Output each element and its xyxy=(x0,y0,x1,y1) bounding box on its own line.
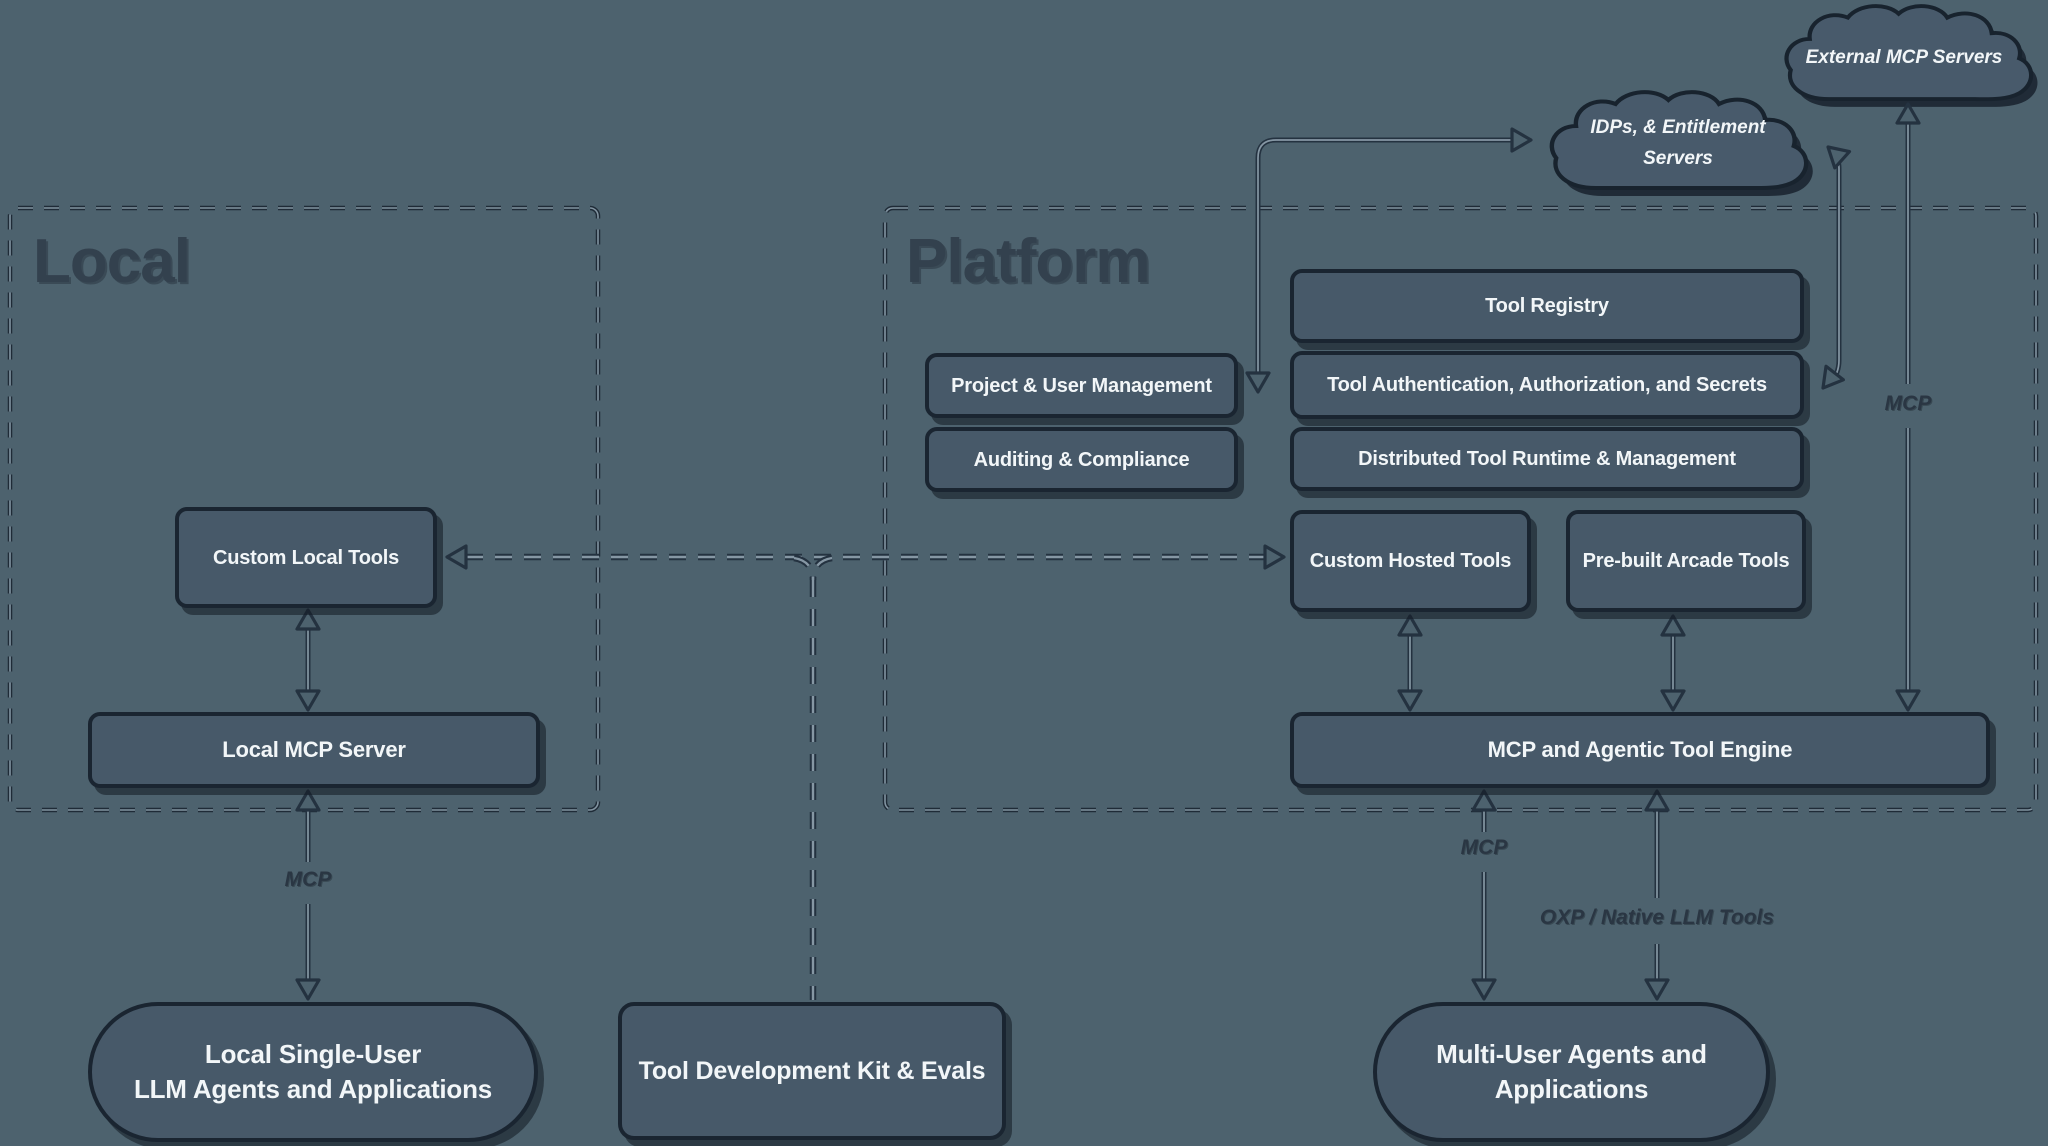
connector-custom-local-to-local-mcp xyxy=(295,608,321,712)
node-custom-hosted-tools-label: Custom Hosted Tools xyxy=(1309,550,1512,572)
local-container-title: Local xyxy=(33,227,191,296)
idps-cloud-label-line1: IDPs, & Entitlement xyxy=(1590,117,1766,138)
connector-engine-to-multiuser-mcp xyxy=(1471,789,1497,1001)
node-tool-registry: Tool Registry xyxy=(1290,269,1804,343)
node-tool-registry-label: Tool Registry xyxy=(1485,295,1609,317)
connector-custom-hosted-to-engine xyxy=(1397,614,1423,712)
node-local-mcp-server: Local MCP Server xyxy=(88,712,540,788)
node-multi-user-agents-line2: Applications xyxy=(1494,1074,1649,1104)
node-tool-development-kit-label: Tool Development Kit & Evals xyxy=(638,1056,986,1085)
connector-local-platform-dashed-link xyxy=(445,544,1286,570)
idps-cloud-label: IDPs, & Entitlement Servers xyxy=(1548,112,1808,174)
node-local-single-user-agents: Local Single-User LLM Agents and Applica… xyxy=(88,1002,538,1142)
node-project-user-management: Project & User Management xyxy=(925,353,1238,418)
node-distributed-runtime-label: Distributed Tool Runtime & Management xyxy=(1358,448,1736,470)
node-custom-hosted-tools: Custom Hosted Tools xyxy=(1290,510,1531,612)
connector-external-mcp-to-engine xyxy=(1895,102,1921,712)
node-auditing-compliance-label: Auditing & Compliance xyxy=(973,448,1190,471)
connector-engine-to-multiuser-oxp xyxy=(1644,789,1670,1001)
node-local-single-user-agents-line1: Local Single-User xyxy=(204,1038,422,1069)
connector-prebuilt-to-engine xyxy=(1660,614,1686,712)
connector-dashed-branch-to-tdk xyxy=(793,554,833,1000)
connector-label-oxp: OXP / Native LLM Tools xyxy=(1539,906,1775,929)
connector-idps-to-tool-auth xyxy=(1821,145,1852,390)
connector-local-mcp-to-local-agents xyxy=(295,789,321,1001)
idps-cloud-label-line2: Servers xyxy=(1643,148,1713,169)
platform-container-title: Platform xyxy=(906,227,1150,296)
node-local-single-user-agents-line2: LLM Agents and Applications xyxy=(133,1074,493,1104)
connector-platform-to-idps xyxy=(1245,127,1533,394)
node-prebuilt-arcade-tools: Pre-built Arcade Tools xyxy=(1566,510,1806,612)
node-tool-development-kit: Tool Development Kit & Evals xyxy=(618,1002,1006,1140)
node-tool-authentication: Tool Authentication, Authorization, and … xyxy=(1290,351,1804,419)
node-custom-local-tools: Custom Local Tools xyxy=(175,507,437,608)
connector-label-local-mcp: MCP xyxy=(284,868,332,891)
node-project-user-management-label: Project & User Management xyxy=(951,374,1212,397)
node-tool-authentication-label: Tool Authentication, Authorization, and … xyxy=(1327,374,1767,396)
node-prebuilt-arcade-tools-label: Pre-built Arcade Tools xyxy=(1582,550,1790,572)
node-custom-local-tools-label: Custom Local Tools xyxy=(212,546,400,569)
node-distributed-runtime: Distributed Tool Runtime & Management xyxy=(1290,427,1804,491)
node-multi-user-agents-line1: Multi-User Agents and xyxy=(1436,1038,1707,1069)
node-mcp-agentic-tool-engine: MCP and Agentic Tool Engine xyxy=(1290,712,1990,788)
connector-label-external-mcp: MCP xyxy=(1884,392,1932,415)
node-local-mcp-server-label: Local MCP Server xyxy=(222,736,406,762)
connector-label-platform-mcp: MCP xyxy=(1460,836,1508,859)
node-multi-user-agents: Multi-User Agents and Applications xyxy=(1373,1002,1770,1142)
node-mcp-agentic-tool-engine-label: MCP and Agentic Tool Engine xyxy=(1487,736,1793,762)
node-auditing-compliance: Auditing & Compliance xyxy=(925,427,1238,492)
external-mcp-cloud-label: External MCP Servers xyxy=(1805,47,2003,68)
platform-container-border xyxy=(882,205,2039,813)
